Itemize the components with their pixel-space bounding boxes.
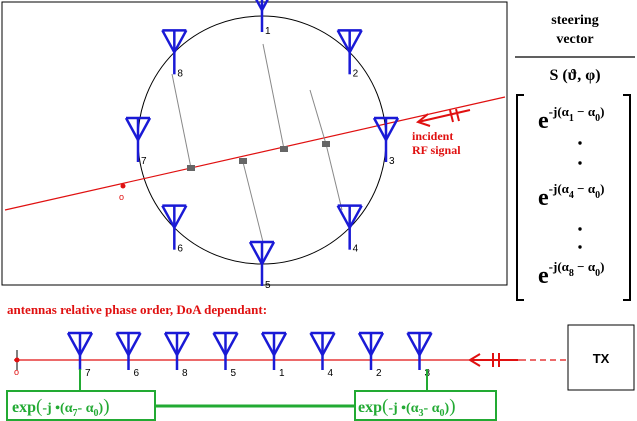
circular-array: 1 2 3 4 5 6 7 8 [124,0,400,291]
linear-origin-label: o [14,367,19,377]
steering-title-line1: steering [551,13,598,28]
steering-entry: e-j(α1 − α0) [538,104,604,134]
circle-antenna-number: 8 [177,68,183,79]
linear-antenna-5 [212,331,239,370]
linear-antenna-number: 2 [376,368,382,379]
linear-antenna-1 [260,331,288,370]
circle-antenna-1 [255,0,269,32]
linear-antenna-6 [115,331,142,370]
linear-antenna-2 [357,331,385,370]
projection-markers [187,141,330,171]
steering-entry: e-j(α8 − α0) [538,259,604,289]
linear-antenna-number: 8 [182,368,188,379]
circle-antenna-number: 1 [265,26,271,37]
linear-antenna-number: 4 [328,368,334,379]
linear-antenna-8 [163,331,191,370]
linear-array: 76851423 [66,331,433,379]
circle-antenna-number: 3 [389,156,395,167]
circle-antenna-5 [248,240,276,286]
origin-label: o [119,192,124,202]
incident-signal-line [4,96,506,211]
exp-left-box [6,390,156,421]
circle-antenna-4 [336,204,363,250]
circle-antenna-7 [124,116,152,162]
exp-right-box [354,390,497,421]
circle-antenna-number: 7 [141,156,147,167]
exp-left-formula: exp(-j •(α7- α0)) [12,396,110,419]
linear-antenna-number: 5 [231,368,237,379]
circle-antenna-number: 4 [353,244,359,255]
linear-antenna-4 [309,331,336,370]
circle-antenna-6 [161,204,188,250]
projection-lines [171,43,343,243]
linear-incident-arrow [468,353,518,367]
circle-antenna-8 [161,29,188,75]
steering-denominator: S (ϑ, φ) [549,67,600,84]
circle-antenna-number: 6 [177,244,183,255]
incident-label-line2: RF signal [412,143,461,157]
linear-origin-dot [14,357,20,363]
tx-label: TX [593,351,610,366]
tx-box [567,324,635,391]
linear-antenna-number: 1 [279,368,285,379]
steering-entry: e-j(α4 − α0) [538,181,604,211]
exp-right-formula: exp(-j •(α3- α0)) [358,396,456,419]
incident-arrow [415,108,471,127]
circle-antenna-2 [336,29,363,75]
linear-antenna-3 [406,331,433,370]
steering-vector-entries: e-j(α1 − α0) e-j(α4 − α0) e-j(α8 − α0) [538,104,604,289]
matrix-ellipsis-dots [578,141,582,249]
origin-dot [120,183,126,189]
linear-antenna-number: 7 [85,368,91,379]
phase-order-title: antennas relative phase order, DoA depen… [7,302,267,317]
circle-antenna-3 [372,116,400,162]
linear-antenna-7 [66,331,94,370]
linear-antenna-number: 6 [134,368,140,379]
circle-antenna-number: 2 [353,68,359,79]
array-panel-frame [1,1,508,286]
incident-label-line1: incident [412,129,453,143]
matrix-right-bracket [623,94,631,301]
circle-antenna-number: 5 [265,280,271,291]
steering-title-line2: vector [556,32,593,47]
matrix-left-bracket [516,94,524,301]
